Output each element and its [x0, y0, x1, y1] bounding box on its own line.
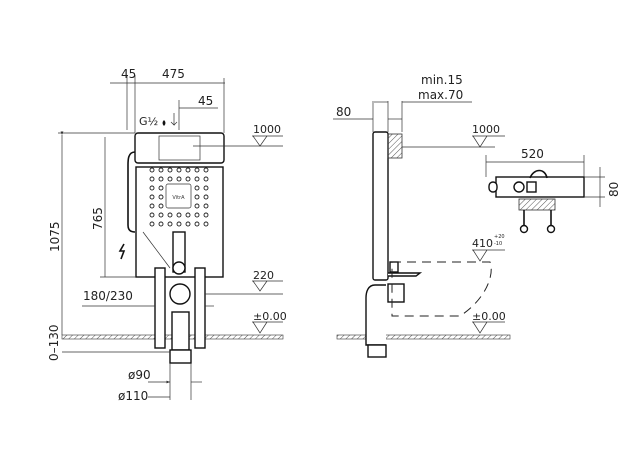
level-top: 1000 [253, 123, 281, 136]
drain-pipe [171, 311, 190, 351]
cistern-dot [203, 185, 209, 191]
dim-wall-min: min.15 [421, 73, 463, 87]
level-outlet: 220 [253, 269, 274, 282]
cistern-dot [167, 167, 173, 173]
flush-plate-opening [158, 135, 201, 161]
plan-frame [495, 176, 585, 198]
outlet-connector [169, 283, 191, 305]
level-floor: ±0.00 [253, 310, 287, 323]
level-seat-tol-lower: -10 [494, 241, 502, 247]
logo-frame [165, 183, 192, 209]
cistern-dot [149, 167, 155, 173]
cistern-dot [167, 221, 173, 227]
plan-dim-width: 520 [521, 147, 544, 161]
cistern-dot [185, 221, 191, 227]
cistern-dot [149, 176, 155, 182]
dim-bolt-spacing: 180/230 [83, 289, 133, 303]
dim-total-height: 1075 [48, 221, 62, 252]
cistern-dot [194, 167, 200, 173]
dim-pipe-90: ø90 [128, 368, 151, 382]
cistern-dots [149, 167, 209, 227]
plan-dim-depth: 80 [607, 182, 621, 197]
side-drain-bend [365, 284, 386, 346]
cistern-dot [158, 185, 164, 191]
level-seat: 410 [472, 237, 493, 250]
cistern-dot [203, 176, 209, 182]
wc-pan-outline [391, 261, 492, 317]
inlet-thread: G½ [139, 115, 158, 128]
cistern-dot [149, 212, 155, 218]
side-frame [372, 131, 389, 281]
cistern-dot [203, 212, 209, 218]
supply-hose [127, 151, 136, 233]
cistern-dot [176, 221, 182, 227]
side-view: 80 min.15 max.70 1000 410 +20 -10 ±0.00 [333, 73, 511, 358]
cistern-dot [176, 176, 182, 182]
side-floor-hatch [336, 334, 511, 340]
cistern-dot [158, 203, 164, 209]
side-level-floor: ±0.00 [472, 310, 506, 323]
pipe-joint [172, 261, 186, 275]
flush-plate-side [387, 133, 403, 159]
cistern-dot [203, 194, 209, 200]
cistern-dot [176, 167, 182, 173]
cistern-dot [203, 167, 209, 173]
cistern-dot [149, 203, 155, 209]
dim-floor-adjust: 0–130 [47, 324, 61, 361]
cistern-dot [194, 203, 200, 209]
dim-width: 475 [162, 67, 185, 81]
cistern-dot [185, 176, 191, 182]
cistern-dot [158, 167, 164, 173]
side-level-top: 1000 [472, 123, 500, 136]
water-inlet-arrow-icon [170, 113, 178, 126]
dim-inlet-offset: 45 [198, 94, 213, 108]
cistern-dot [185, 167, 191, 173]
cistern-dot [203, 203, 209, 209]
dim-pipe-110: ø110 [118, 389, 148, 403]
vitra-logo: VitrA [172, 195, 185, 201]
plan-view: 520 80 [485, 147, 621, 234]
cistern-dot [203, 221, 209, 227]
cistern-dot [158, 194, 164, 200]
cistern-dot [194, 185, 200, 191]
dim-wall-max: max.70 [418, 88, 463, 102]
water-drop-icon [162, 120, 166, 126]
drain-end [169, 349, 192, 364]
cistern-top [134, 132, 225, 164]
cistern-dot [167, 212, 173, 218]
cistern-dot [149, 185, 155, 191]
cistern-dot [194, 194, 200, 200]
frame-leg-right [194, 267, 206, 349]
cistern-dot [194, 221, 200, 227]
cistern-dot [158, 212, 164, 218]
dim-cistern-height: 765 [91, 207, 105, 230]
cistern-dot [176, 212, 182, 218]
level-seat-tol-upper: +20 [494, 234, 505, 240]
front-view: VitrA [47, 67, 287, 403]
cistern-dot [149, 194, 155, 200]
frame-leg-left [154, 267, 166, 349]
cistern-dot [194, 212, 200, 218]
dim-depth: 80 [336, 105, 351, 119]
cistern-dot [149, 221, 155, 227]
cistern-dot [185, 212, 191, 218]
cistern-dot [158, 176, 164, 182]
electrical-icon [118, 243, 126, 260]
cistern-dot [158, 221, 164, 227]
dim-side-offset: 45 [121, 67, 136, 81]
cistern-dot [194, 176, 200, 182]
cistern-dot [167, 176, 173, 182]
